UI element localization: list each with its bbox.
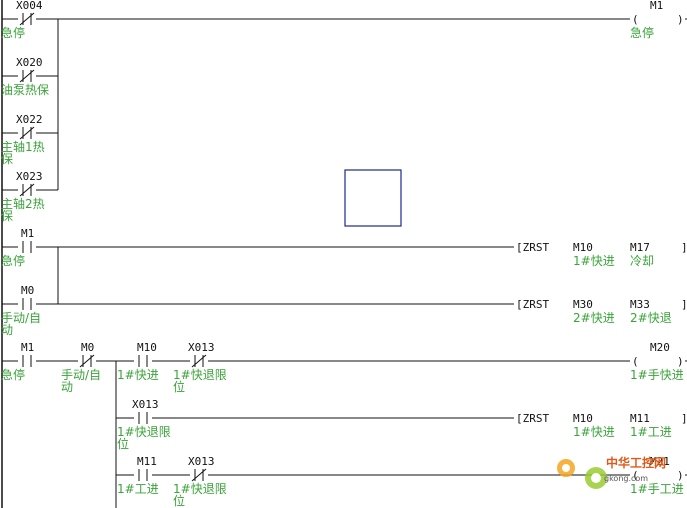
- instruction-zrst-3[interactable]: [ZRST M10 M11] 1#快进 1#工进: [516, 412, 687, 439]
- device-address: M1: [21, 341, 34, 354]
- coil-comment: 1#手快进: [630, 368, 684, 382]
- contact-x004[interactable]: X004 急停: [1, 0, 43, 40]
- contact-m1-b[interactable]: M1 急停: [1, 227, 34, 268]
- coil-address: M20: [650, 341, 670, 354]
- coil-m1-coil[interactable]: () M1 急停: [630, 0, 687, 40]
- device-comment: 手动/自: [61, 368, 101, 382]
- instruction-command: [ZRST: [516, 412, 549, 425]
- coil-close-paren: ): [677, 13, 684, 26]
- device-comment: 急停: [1, 367, 25, 382]
- device-address: X022: [16, 113, 43, 126]
- device-address: X020: [16, 56, 43, 69]
- rung-2[interactable]: [2, 246, 514, 305]
- watermark-logo: 中华工控网 gkong.com: [557, 455, 666, 489]
- coil-open-paren: (: [632, 469, 639, 482]
- contact-m10-c[interactable]: M10 1#快进: [117, 341, 159, 382]
- device-comment: 手动/自: [1, 311, 41, 325]
- device-comment: 1#快退限: [117, 425, 171, 439]
- coil-m21-coil[interactable]: () M21 1#手工进: [630, 455, 687, 496]
- coil-m20-coil[interactable]: () M20 1#手快进: [630, 341, 687, 382]
- instruction-zrst-2[interactable]: [ZRST M30 M33] 2#快进 2#快退: [516, 298, 687, 325]
- coil-comment: 急停: [630, 25, 654, 40]
- coil-close-paren: ): [677, 469, 684, 482]
- device-address: X013: [132, 398, 159, 411]
- device-address: M10: [137, 341, 157, 354]
- coil-open-paren: (: [632, 355, 639, 368]
- instruction-operand-2: M11: [630, 412, 650, 425]
- instruction-comment-2: 冷却: [630, 254, 654, 268]
- instruction-command: [ZRST: [516, 241, 549, 254]
- device-comment: 主轴2热: [1, 196, 45, 211]
- device-comment: 1#快退限: [173, 482, 227, 496]
- device-address: M0: [21, 284, 34, 297]
- instruction-operand-1: M10: [573, 412, 593, 425]
- contact-m0-c[interactable]: M0 手动/自动: [61, 341, 101, 394]
- device-comment: 动: [1, 323, 13, 337]
- device-address: X013: [188, 455, 215, 468]
- contact-m11-e[interactable]: M11 1#工进: [117, 455, 159, 496]
- device-comment: 1#快进: [117, 368, 159, 382]
- device-address: M11: [137, 455, 157, 468]
- contact-m1-c[interactable]: M1 急停: [1, 341, 34, 382]
- instruction-end-bracket: ]: [681, 412, 687, 425]
- device-address: M0: [81, 341, 94, 354]
- coil-address: M1: [650, 0, 663, 12]
- device-comment: 主轴1热: [1, 139, 45, 154]
- instruction-operand-1: M30: [573, 298, 593, 311]
- instruction-operand-2: M17: [630, 241, 650, 254]
- rung-1[interactable]: [2, 18, 630, 191]
- instruction-command: [ZRST: [516, 298, 549, 311]
- device-comment: 1#快退限: [173, 368, 227, 382]
- instruction-comment-1: 2#快进: [573, 311, 615, 325]
- rung-3[interactable]: [2, 360, 630, 508]
- coil-address: M21: [650, 455, 670, 468]
- instruction-comment-2: 1#工进: [630, 425, 672, 439]
- instruction-operand-2: M33: [630, 298, 650, 311]
- device-comment: 保: [1, 152, 13, 166]
- device-address: X023: [16, 170, 43, 183]
- selection-cursor[interactable]: [344, 169, 402, 227]
- watermark-brand: 中华工控网: [606, 455, 666, 470]
- instruction-comment-1: 1#快进: [573, 254, 615, 268]
- device-address: X013: [188, 341, 215, 354]
- device-address: X004: [16, 0, 43, 12]
- device-comment: 位: [117, 436, 129, 451]
- watermark-url: gkong.com: [604, 474, 648, 483]
- device-comment: 油泵热保: [1, 83, 49, 97]
- coil-comment: 1#手工进: [630, 482, 684, 496]
- gear-icon: [557, 459, 607, 489]
- device-comment: 位: [173, 493, 185, 508]
- device-comment: 急停: [1, 25, 25, 40]
- device-comment: 保: [1, 209, 13, 223]
- instruction-comment-2: 2#快退: [630, 311, 672, 325]
- coil-open-paren: (: [632, 13, 639, 26]
- instruction-operand-1: M10: [573, 241, 593, 254]
- device-address: M1: [21, 227, 34, 240]
- coil-close-paren: ): [677, 355, 684, 368]
- instruction-end-bracket: ]: [681, 298, 687, 311]
- instruction-zrst-1[interactable]: [ZRST M10 M17] 1#快进 冷却: [516, 241, 687, 268]
- device-comment: 急停: [1, 253, 25, 268]
- instruction-end-bracket: ]: [681, 241, 687, 254]
- device-comment: 位: [173, 379, 185, 394]
- contact-x020[interactable]: X020 油泵热保: [1, 56, 49, 97]
- instruction-comment-1: 1#快进: [573, 425, 615, 439]
- device-comment: 1#工进: [117, 482, 159, 496]
- contact-m0-b[interactable]: M0 手动/自动: [1, 284, 41, 337]
- device-comment: 动: [61, 380, 73, 394]
